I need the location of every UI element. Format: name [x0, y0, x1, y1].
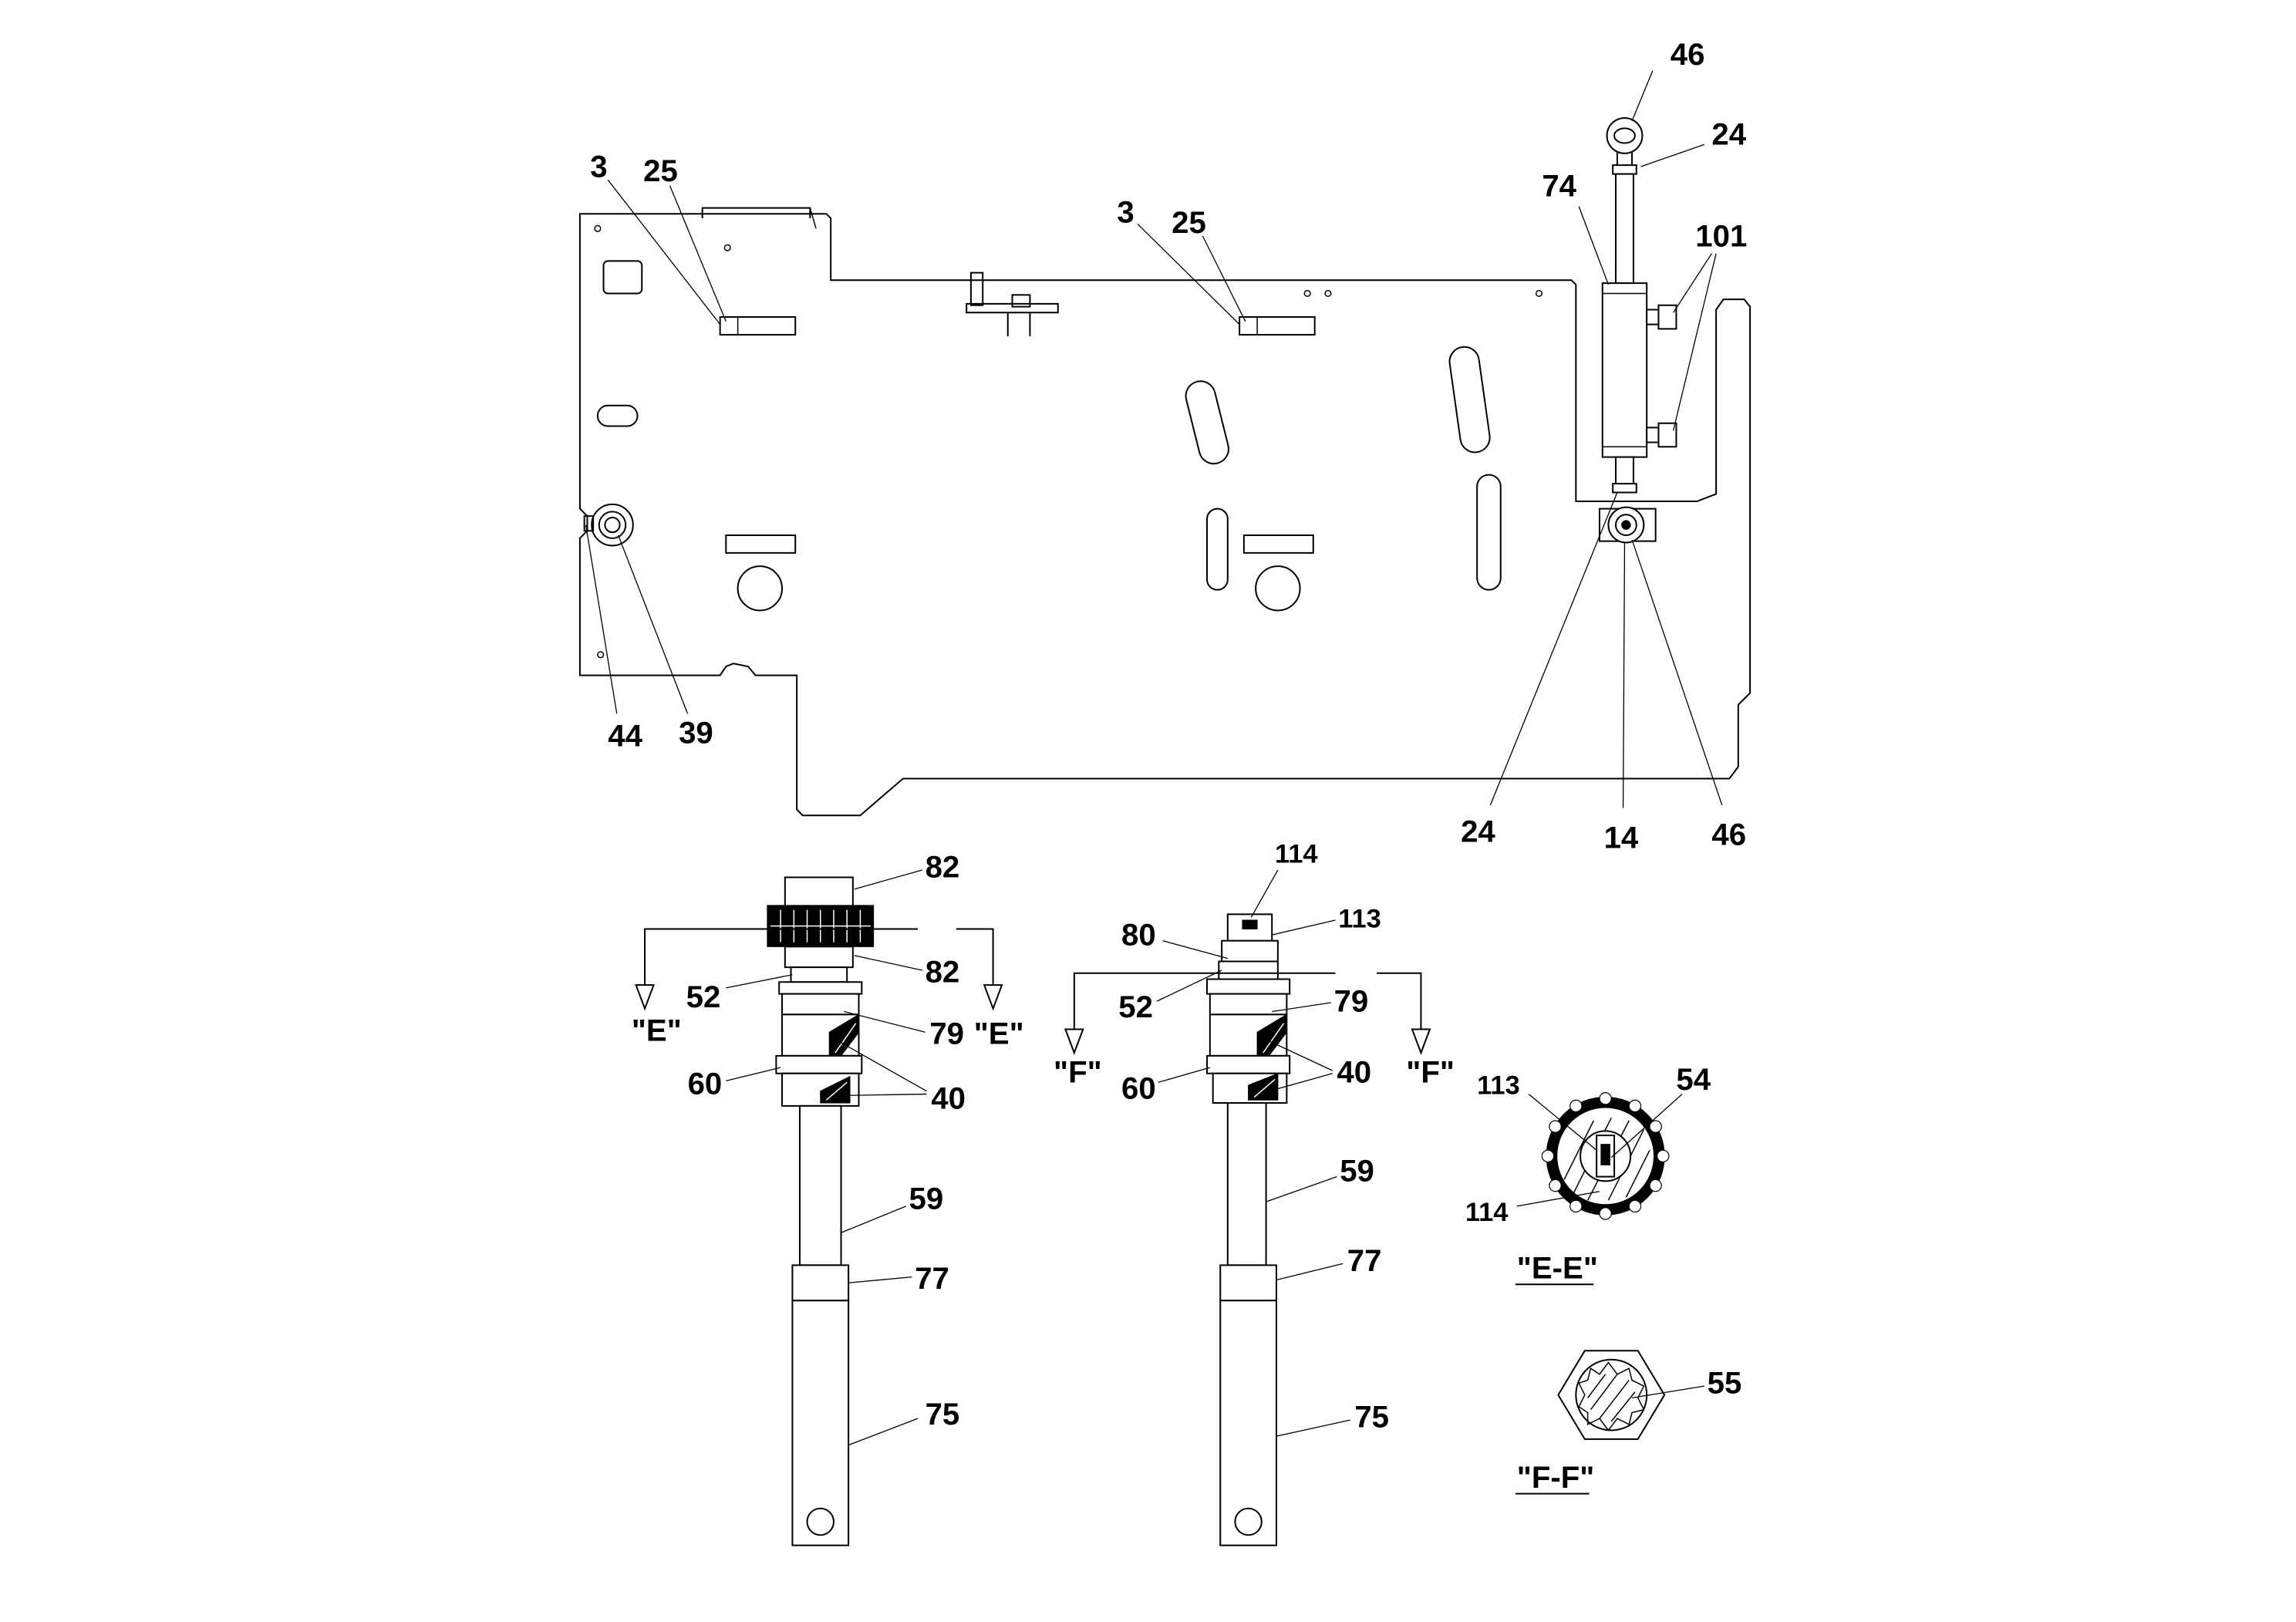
callout-54: 54 [1676, 1062, 1711, 1097]
callout-46-top: 46 [1671, 37, 1705, 72]
callout-52-right: 52 [1118, 990, 1153, 1024]
callout-40-right: 40 [1337, 1054, 1371, 1089]
section-line-e [636, 929, 1002, 1008]
callout-82-mid: 82 [925, 954, 960, 989]
section-title-e-e: "E-E" [1517, 1251, 1598, 1286]
callout-77-left: 77 [915, 1261, 949, 1296]
callout-14: 14 [1604, 820, 1639, 855]
section-labels: "E" "E" "F" "F" "E-E" "F-F" [632, 1013, 1598, 1495]
callout-114-ee: 114 [1465, 1198, 1509, 1227]
callout-40-left: 40 [931, 1081, 966, 1116]
hydraulic-cylinder [1600, 118, 1676, 543]
section-label-e-right: "E" [974, 1017, 1024, 1051]
callout-114-top: 114 [1275, 839, 1318, 868]
callout-80: 80 [1121, 917, 1156, 952]
callout-60-left: 60 [688, 1067, 723, 1101]
callout-74: 74 [1542, 168, 1576, 203]
callout-55: 55 [1708, 1366, 1742, 1401]
section-title-f-f: "F-F" [1517, 1460, 1595, 1495]
right-shaft-assembly [1207, 914, 1290, 1545]
callout-labels: 46 24 74 101 3 25 3 25 44 39 24 14 46 82… [590, 37, 1747, 1435]
callout-24-bottom: 24 [1461, 814, 1495, 849]
callout-113-top: 113 [1338, 905, 1381, 934]
callout-3-left: 3 [590, 149, 607, 184]
callout-77-right: 77 [1347, 1243, 1382, 1278]
callout-113-ee: 113 [1477, 1071, 1520, 1101]
callout-25-mid: 25 [1172, 205, 1206, 240]
section-f-f-view [1515, 1351, 1664, 1493]
callout-3-mid: 3 [1117, 195, 1134, 230]
section-label-f-left: "F" [1054, 1054, 1102, 1089]
callout-46-bottom: 46 [1711, 817, 1746, 851]
callout-44: 44 [608, 718, 642, 753]
section-label-e-left: "E" [632, 1013, 682, 1048]
callout-75-right: 75 [1354, 1400, 1389, 1435]
section-line-f [1065, 973, 1430, 1053]
callout-60-right: 60 [1121, 1071, 1156, 1105]
callout-39: 39 [679, 716, 713, 750]
left-shaft-assembly [767, 878, 874, 1546]
callout-24-top: 24 [1711, 116, 1746, 151]
callout-59-left: 59 [909, 1182, 944, 1216]
callout-52-left: 52 [686, 980, 721, 1014]
frame-plate [580, 208, 1750, 816]
callout-25-left: 25 [643, 153, 678, 188]
callout-75-left: 75 [925, 1397, 960, 1431]
leader-lines [586, 71, 1722, 1445]
callout-82-top: 82 [925, 850, 960, 885]
section-e-e-view [1515, 1093, 1669, 1285]
callout-59-right: 59 [1340, 1153, 1374, 1188]
callout-79-left: 79 [929, 1017, 964, 1051]
section-label-f-right: "F" [1406, 1054, 1455, 1089]
callout-101: 101 [1695, 218, 1747, 253]
callout-79-right: 79 [1334, 984, 1369, 1019]
